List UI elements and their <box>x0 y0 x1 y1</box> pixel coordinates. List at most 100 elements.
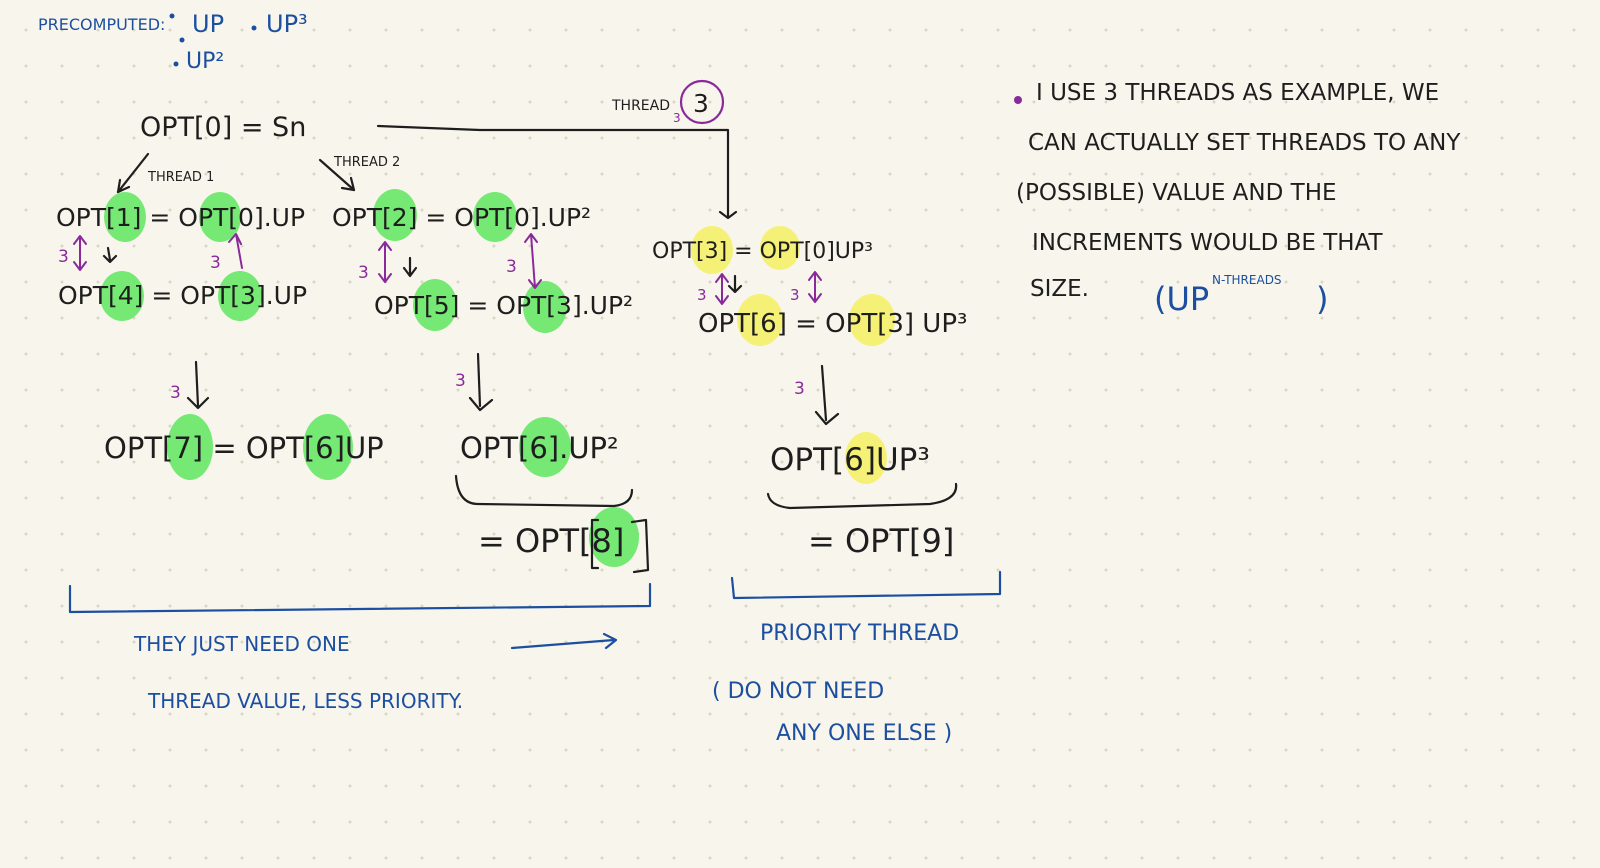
dep-label: 3 <box>455 371 466 391</box>
side-note: I USE 3 THREADS AS EXAMPLE, WE CAN ACTUA… <box>1014 80 1461 318</box>
side-note-line1: I USE 3 THREADS AS EXAMPLE, WE <box>1036 80 1439 106</box>
bullet-dot <box>173 61 179 67</box>
arrow-down <box>814 364 840 426</box>
dep-label: 3 <box>697 286 707 304</box>
highlight-opt6-a <box>303 414 353 480</box>
highlight-opt3-a <box>218 271 262 321</box>
dep-label: 3 <box>58 247 69 267</box>
col1-eq1: OPT[1] = OPT[0].UP <box>56 203 305 232</box>
highlights <box>100 189 895 567</box>
dependency-arrows <box>73 233 822 305</box>
arrow-small <box>727 274 743 294</box>
note-right-line3: ANY ONE ELSE ) <box>776 721 952 746</box>
precomputed-up3: UP³ <box>266 10 308 38</box>
arrow-down <box>468 352 494 412</box>
col2-eq1: OPT[2] = OPT[0].UP² <box>332 203 591 232</box>
bullet-dot <box>251 25 257 31</box>
thread-3-sub: 3 <box>673 111 681 125</box>
thread-1-label: THREAD 1 <box>147 170 214 185</box>
dep-arrow <box>73 235 87 271</box>
highlight-opt6-b <box>519 417 571 477</box>
dep-arrow <box>228 233 243 269</box>
dep-label: 3 <box>506 257 517 277</box>
side-note-line4: INCREMENTS WOULD BE THAT <box>1032 230 1384 256</box>
arrow-thread-3 <box>376 124 730 218</box>
col2-eq3: OPT[6].UP² <box>460 431 619 465</box>
highlight-opt0-y <box>760 226 800 270</box>
side-note-line3: (POSSIBLE) VALUE AND THE <box>1016 180 1337 206</box>
brace-col2 <box>454 474 634 508</box>
col3-eq2: OPT[6] = OPT[3] UP³ <box>698 309 967 339</box>
highlight-opt5 <box>413 279 457 331</box>
highlight-opt1 <box>104 192 146 242</box>
dep-label: 3 <box>170 383 181 403</box>
dep-arrow <box>808 271 822 303</box>
side-note-bullet <box>1014 96 1022 104</box>
side-note-formula-end: ) <box>1316 280 1328 318</box>
side-note-formula-sup: N-THREADS <box>1212 273 1282 287</box>
brace-col3 <box>766 482 958 510</box>
precomputed-note: PRECOMPUTED: UP UP³ UP² <box>38 10 308 74</box>
side-note-formula: (UP <box>1154 280 1209 318</box>
side-note-line2: CAN ACTUALLY SET THREADS TO ANY <box>1028 130 1461 156</box>
dep-label: 3 <box>210 253 221 273</box>
precomputed-label: PRECOMPUTED: <box>38 15 165 34</box>
col3-eq1: OPT[3] = OPT[0]UP³ <box>652 239 873 264</box>
thread-3-circle <box>679 79 725 125</box>
dep-label: 3 <box>794 379 805 399</box>
note-right-line2: ( DO NOT NEED <box>712 679 884 704</box>
dep-label: 3 <box>790 286 800 304</box>
note-left-line2: THREAD VALUE, LESS PRIORITY. <box>147 689 463 713</box>
note-right-line1: PRIORITY THREAD <box>760 621 959 646</box>
highlight-opt8 <box>589 507 639 567</box>
root-arrows <box>116 124 738 220</box>
arrowhead <box>718 210 738 220</box>
highlight-opt0-b <box>473 192 517 242</box>
highlight-opt6-y2 <box>845 432 887 484</box>
highlight-opt3-y <box>691 226 733 274</box>
thread-2-label: THREAD 2 <box>333 155 400 170</box>
dependency-labels: 3 3 3 3 3 3 3 3 3 <box>58 247 805 403</box>
side-note-line5: SIZE. <box>1030 276 1089 302</box>
brackets <box>590 518 650 574</box>
arrowhead <box>340 176 356 192</box>
bracket-8 <box>590 518 650 574</box>
highlight-opt7 <box>167 414 213 480</box>
highlight-opt6-y <box>737 294 783 346</box>
bullet-dot <box>179 37 185 43</box>
brace-right-group <box>730 570 1002 600</box>
bullet-dot <box>169 13 175 19</box>
highlight-opt2 <box>373 189 417 241</box>
brace-left-group <box>68 582 652 614</box>
highlight-opt3-y2 <box>849 294 895 346</box>
col2-eq2: OPT[5] = OPT[3].UP² <box>374 291 633 320</box>
highlight-opt3-b <box>523 281 567 333</box>
dep-arrow <box>378 241 392 283</box>
dep-arrow <box>524 233 542 289</box>
thread-3-number: 3 <box>693 89 709 118</box>
arrow-small <box>102 246 118 264</box>
arrow-small <box>402 256 418 278</box>
arrowhead <box>116 178 131 194</box>
dep-arrow <box>715 273 729 305</box>
dep-label: 3 <box>358 263 369 283</box>
note-left-line1: THEY JUST NEED ONE <box>133 632 350 656</box>
braces <box>68 474 1002 614</box>
flow-arrows <box>102 246 840 426</box>
note-arrow <box>510 632 618 650</box>
thread-3-label: THREAD <box>611 98 670 114</box>
precomputed-up2: UP² <box>186 49 224 74</box>
precomputed-up1: UP <box>192 10 224 38</box>
col3-eq3: OPT[6]UP³ <box>770 442 930 478</box>
arrow-down <box>186 360 210 410</box>
highlight-opt4 <box>100 271 144 321</box>
arrow-thread-2 <box>318 158 356 192</box>
col2-eq3b: = OPT[8] <box>478 522 624 560</box>
col1-eq2: OPT[4] = OPT[3].UP <box>58 281 307 310</box>
col1-eq3: OPT[7] = OPT[6]UP <box>104 431 384 465</box>
root-equation: OPT[0] = Sn <box>140 112 306 143</box>
arrow-thread-1 <box>116 152 150 194</box>
col3-eq3b: = OPT[9] <box>808 522 954 560</box>
highlight-opt0-a <box>199 192 241 242</box>
